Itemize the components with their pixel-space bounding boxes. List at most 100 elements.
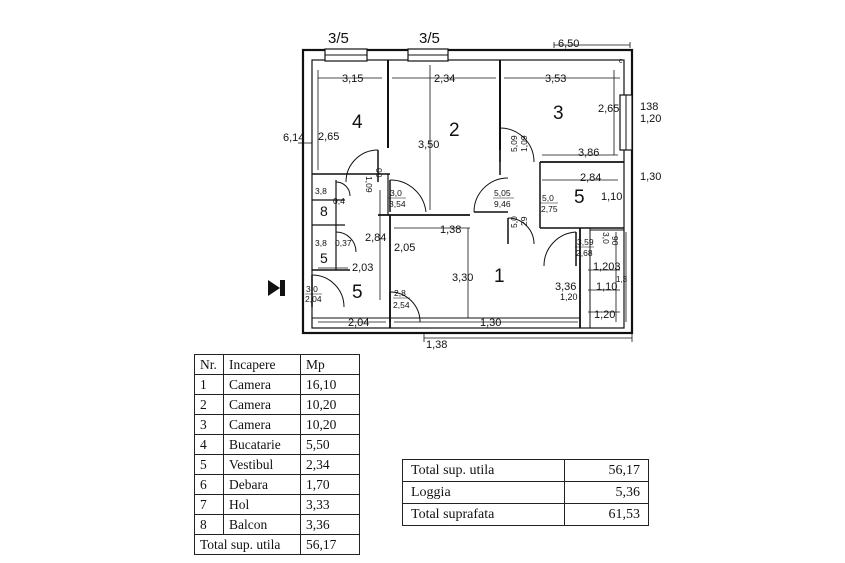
door-label: 0,37: [335, 238, 352, 248]
outer-wall: [301, 48, 634, 335]
cell-name: Bucatarie: [223, 434, 301, 455]
door-swing: [473, 177, 509, 213]
table-row: Total sup. utila 56,17: [402, 459, 649, 482]
corner-mark: c: [619, 58, 623, 65]
dimension-label: 1,10: [601, 191, 622, 203]
cell-name: Balcon: [223, 514, 301, 535]
dimension-label: 2,84: [580, 172, 601, 184]
table-row: 6 Debara 1,70: [194, 474, 360, 495]
door-label: 5,05: [494, 188, 511, 198]
totals-label: Total sup. utila: [402, 459, 565, 482]
table-row: 8 Balcon 3,36: [194, 514, 360, 535]
totals-value: 56,17: [564, 459, 649, 482]
door-label: 5,0: [509, 216, 519, 228]
totals-value: 5,36: [564, 481, 649, 504]
table-row: 4 Bucatarie 5,50: [194, 434, 360, 455]
table-row: 5 Vestibul 2,34: [194, 454, 360, 475]
cell-mp: 10,20: [300, 394, 360, 415]
dimension-label: 2,03: [352, 262, 373, 274]
door-label: 2,54: [393, 300, 410, 310]
table-row: Total suprafata 61,53: [402, 503, 649, 526]
totals-label: Loggia: [402, 481, 565, 504]
cell-mp: 3,33: [300, 494, 360, 515]
table-row: 3 Camera 10,20: [194, 414, 360, 435]
dimension-label: 2,65: [318, 131, 339, 143]
totals-value: 61,53: [564, 503, 649, 526]
room-number: 5: [574, 187, 585, 208]
dimension-label: 3,53: [545, 73, 566, 85]
dimension-label: 3,86: [578, 147, 599, 159]
cell-nr: 2: [194, 394, 224, 415]
door-label: 3,54: [389, 199, 406, 209]
cell-name: Hol: [223, 494, 301, 515]
door-label: 2,68: [576, 248, 593, 258]
cell-name: Camera: [223, 374, 301, 395]
door-swing: [499, 127, 535, 163]
door-label: 2,04: [305, 294, 322, 304]
room-number: 2: [449, 120, 460, 141]
totals-table: Total sup. utila 56,17 Loggia 5,36 Total…: [402, 459, 649, 526]
cell-name: Debara: [223, 474, 301, 495]
dimension-label: 138: [640, 101, 658, 113]
door-label: 3,59: [577, 237, 594, 247]
dimension-label: 3,30: [452, 272, 473, 284]
cell-mp: 10,20: [300, 414, 360, 435]
door-label: 3,8: [315, 186, 327, 196]
door-label: 00: [374, 168, 384, 178]
door-swing: [543, 231, 577, 267]
door-label: 5,0: [542, 193, 554, 203]
door-swing: [345, 149, 379, 183]
dimension-label: 1,10: [596, 281, 617, 293]
cell-mp: 5,50: [300, 434, 360, 455]
room-number: 3: [553, 103, 564, 124]
door-label: 3,0: [390, 188, 402, 198]
header-nr: Nr.: [194, 354, 224, 375]
door-label: 1,09: [519, 135, 529, 152]
door-label: 9,46: [494, 199, 511, 209]
cell-name: Camera: [223, 394, 301, 415]
door-swing: [389, 291, 421, 323]
rooms-table: Nr. Incapere Mp 1 Camera 16,10 2 Camera …: [194, 354, 360, 555]
door-swing: [311, 274, 345, 308]
cell-nr: 3: [194, 414, 224, 435]
dimension-label: 1,203: [593, 261, 621, 273]
table-row: 1 Camera 16,10: [194, 374, 360, 395]
door-swing: [389, 179, 427, 213]
total-label: Total sup. utila: [194, 534, 301, 555]
entrance-arrow-stem: [280, 280, 285, 296]
room-number: 5: [352, 282, 363, 303]
door-label: 5,09: [509, 135, 519, 152]
table-total-row: Total sup. utila 56,17: [194, 534, 360, 555]
table-row: 7 Hol 3,33: [194, 494, 360, 515]
dimension-label: 1,20: [640, 113, 661, 125]
room-number: 1: [494, 266, 505, 287]
cell-nr: 6: [194, 474, 224, 495]
door-label: 29: [519, 216, 529, 226]
door-label: 2,75: [541, 204, 558, 214]
door-swing: [335, 181, 351, 197]
door-label: 1,09: [364, 176, 374, 193]
room-number: 8: [320, 203, 328, 219]
dimension-label: 6,14: [283, 132, 304, 144]
dimension-label: 3,50: [418, 139, 439, 151]
room-number: 5: [320, 250, 328, 266]
entrance-arrow-icon: [268, 280, 280, 296]
dimension-label: 2,34: [434, 73, 455, 85]
window-label: 3/5: [328, 30, 349, 47]
dimension-label: 3,36: [555, 281, 576, 293]
door-label: 3,8: [315, 238, 327, 248]
room-number: 4: [352, 112, 363, 133]
window-label: 3/5: [419, 30, 440, 47]
door-label: 2,8: [394, 288, 406, 298]
dimension-label: 2,04: [348, 317, 369, 329]
dimension-label: 2,05: [394, 242, 415, 254]
total-value: 56,17: [300, 534, 360, 555]
cell-nr: 7: [194, 494, 224, 515]
cell-nr: 8: [194, 514, 224, 535]
dimension-label: 6,50: [558, 38, 579, 50]
dimension-label: 1,30: [480, 317, 501, 329]
dimension-label: 1,38: [440, 224, 461, 236]
door-label: 90: [610, 236, 620, 246]
cell-nr: 1: [194, 374, 224, 395]
